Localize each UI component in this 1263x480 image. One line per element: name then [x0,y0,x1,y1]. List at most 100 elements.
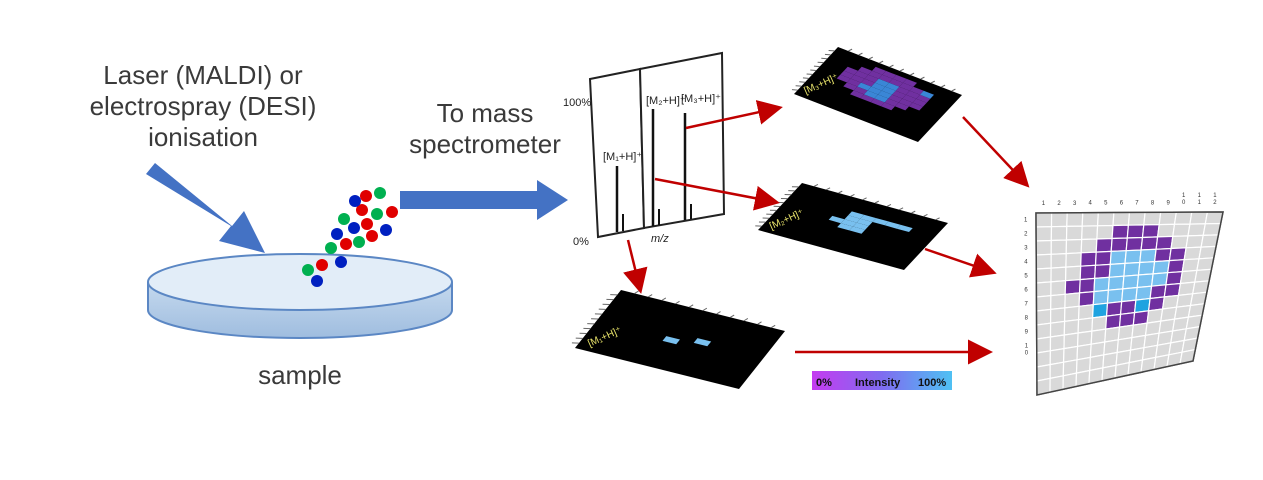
grid-col-label: 2 [1213,200,1217,206]
grid-col-label: 9 [1166,200,1170,206]
composite-grid-cell [1111,238,1127,251]
composite-grid-cell [1095,264,1111,278]
ionisation-label-line-3: ionisation [58,122,348,153]
ion-image-tick [912,211,916,213]
ion-image-tick [952,89,956,91]
composite-grid-cell [1184,247,1201,260]
intensity-title-label: Intensity [855,377,901,389]
arrow-m3-to-composite [963,117,1026,184]
composite-grid-cell [1171,236,1188,249]
composite-grid-cell [1080,278,1095,293]
composite-grid-cell [1096,251,1112,265]
composite-grid-cell [1079,305,1094,320]
composite-grid-cell [1153,261,1169,274]
composite-grid-cell [1051,281,1066,296]
grid-row-label: 1 [1024,217,1028,223]
composite-grid-cell [1081,239,1097,253]
composite-grid-cell [1110,251,1126,265]
ion-image-tick [839,191,843,193]
grid-col-label: 2 [1057,201,1061,207]
composite-grid-cell [1051,254,1066,269]
composite-grid-cell [1094,277,1109,291]
to-ms-label: To mass spectrometer [400,98,570,160]
droplet [302,264,314,276]
grid-col-label: 4 [1089,201,1093,207]
ion-image-tick [676,301,680,303]
ionisation-arrow [146,163,265,253]
to-ms-label-line-1: To mass [400,98,570,129]
grid-col-label: 7 [1135,200,1139,206]
peak-m1-label: [M₁+H]⁺ [603,151,642,163]
ion-image-tick [703,308,707,310]
grid-col-label: 6 [1120,201,1124,207]
composite-grid-cell [1096,239,1112,253]
composite-grid-cell [1108,276,1124,290]
ion-image-tick [931,81,935,83]
arrow-to-m1-image [628,240,640,289]
grid-col-label: 8 [1151,200,1155,206]
spectrum-y-min-label: 0% [573,236,589,248]
ion-image-tick [879,61,883,63]
composite-grid-cell [1169,248,1186,261]
droplet [316,259,328,271]
ion-image-tick [662,298,666,300]
ion-image-tick [900,69,904,71]
composite-grid-cell [1140,249,1156,262]
composite-grid-cell [1144,212,1161,225]
grid-col-label: 1 [1042,201,1046,207]
ionisation-label-line-2: electrospray (DESI) [58,91,348,122]
ion-image-tick [758,322,762,324]
ion-image-m1: [M₁+H]⁺ [572,290,785,389]
composite-grid-cell [1137,274,1153,288]
composite-grid-cell [1066,253,1081,267]
composite-grid-cell [1159,212,1176,224]
composite-grid-cell [1125,250,1141,263]
composite-grid-cell [1037,309,1051,325]
grid-col-label: 0 [1182,200,1186,206]
composite-grid-cell [1036,282,1051,297]
grid-row-label: 6 [1024,287,1028,293]
grid-row-label: 2 [1024,231,1028,237]
droplet [311,275,323,287]
composite-grid-cell [1097,226,1113,240]
composite-grid-cell [1080,265,1095,279]
composite-grid-cell [1093,290,1108,305]
droplet [338,213,350,225]
ion-image-tick [869,57,873,59]
sample-dish [148,254,452,338]
grid-col-label: 1 [1182,193,1186,199]
composite-grid-cell [1067,226,1083,240]
ion-image-tick [936,218,940,220]
droplet [331,228,343,240]
composite-grid-cell [1122,288,1138,302]
grid-row-label: 1 [1025,343,1029,349]
droplet [340,238,352,250]
droplet [386,206,398,218]
composite-grid-cell [1141,237,1158,250]
composite-grid-cell [1037,323,1051,339]
droplet [374,187,386,199]
ion-image-tick [941,85,945,87]
composite-grid-cell [1128,212,1145,225]
composite-grid-cell [1051,240,1066,254]
composite-grid-cell [1082,226,1098,240]
composite-grid-cell [1109,263,1125,277]
grid-row-label: 4 [1024,259,1028,265]
composite-grid-cell [1186,235,1203,247]
composite-grid-cell [1139,262,1155,275]
spectrum-x-axis-label: m/z [651,233,669,245]
composite-grid-cell [1065,280,1080,295]
ion-image-tick [890,65,894,67]
droplet [371,208,383,220]
ion-image-tick [924,214,928,216]
composite-grid-cell [1124,263,1140,277]
sample-label: sample [240,360,360,391]
ion-image-tick [875,201,879,203]
composite-grid-cell [1168,260,1185,273]
droplet [361,218,373,230]
grid-row-label: 9 [1025,329,1029,335]
composite-grid-cell [1066,266,1081,281]
composite-grid-cell [1108,289,1123,303]
composite-grid-cell [1036,227,1051,241]
ion-image-tick [771,325,775,327]
